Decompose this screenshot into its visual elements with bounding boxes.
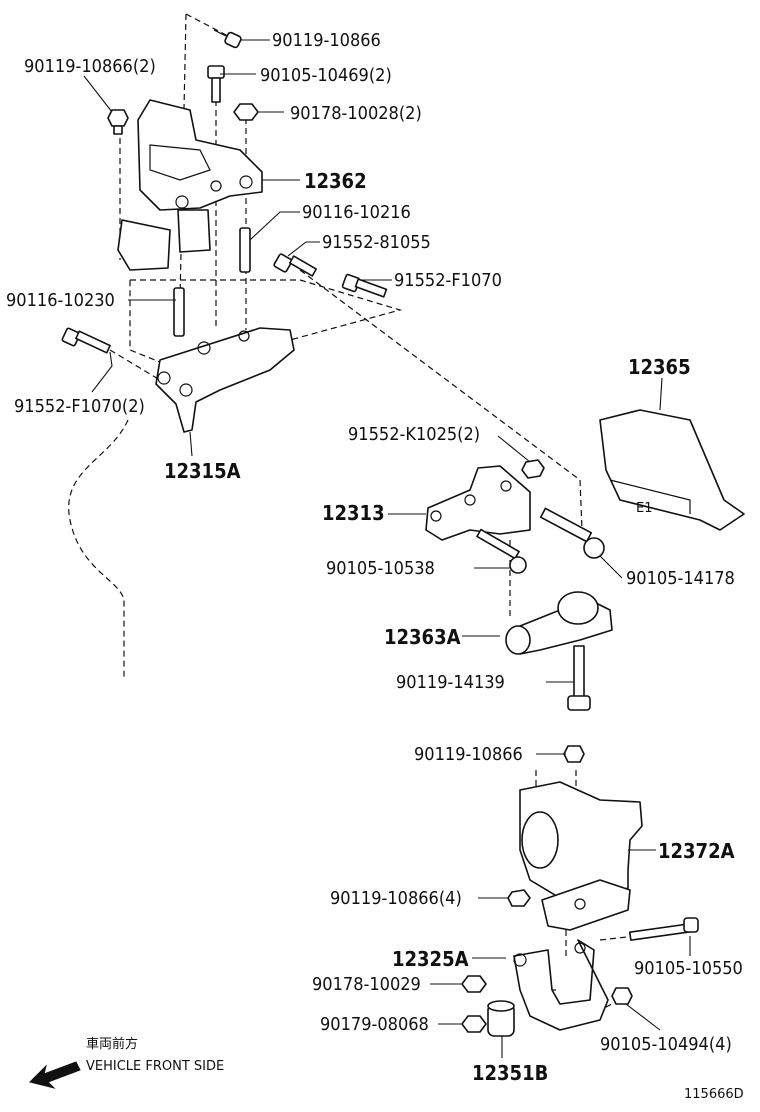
nut-90178-10028 <box>233 103 259 121</box>
bolt-91552-K1025 <box>521 459 545 479</box>
bolt-90105-10550 <box>628 917 699 941</box>
front-direction-english: VEHICLE FRONT SIDE <box>86 1059 224 1074</box>
label-90119-10866-4: 90119-10866(4) <box>330 888 462 909</box>
label-12313: 12313 <box>322 501 385 525</box>
label-91552-K1025-2: 91552-K1025(2) <box>348 424 480 445</box>
label-12365: 12365 <box>628 355 691 379</box>
bolt-90119-10866-left <box>107 109 129 135</box>
label-12363a: 12363A <box>384 625 461 649</box>
bracket-12325a <box>513 939 609 1031</box>
bolt-90105-14178 <box>539 507 605 559</box>
leader-lines <box>83 39 691 1058</box>
bolt-91552-F1070-left <box>61 327 111 354</box>
part-labels: 90119-10866 90119-10866(2) 90105-10469(2… <box>6 30 743 1085</box>
front-direction-kanji: 車両前方 <box>86 1036 138 1052</box>
label-91552-81055: 91552-81055 <box>322 232 431 253</box>
stud-90116-10230 <box>173 287 185 337</box>
bolt-90119-10866-mid <box>563 745 585 763</box>
mount-12372a <box>519 781 643 931</box>
label-90119-10866-top: 90119-10866 <box>272 30 381 51</box>
nut-90179-08068 <box>461 1015 487 1033</box>
label-90119-10866-2: 90119-10866(2) <box>24 56 156 77</box>
torque-rod-12363a <box>505 591 613 655</box>
stud-90116-10216 <box>239 227 251 273</box>
bracket-12313 <box>425 465 531 541</box>
bracket-12362 <box>117 99 263 271</box>
label-90105-10469-2: 90105-10469(2) <box>260 65 392 86</box>
label-90119-10866-mid: 90119-10866 <box>414 744 523 765</box>
label-90105-10538: 90105-10538 <box>326 558 435 579</box>
label-90116-10216: 90116-10216 <box>302 202 411 223</box>
bolt-91552-F1070 <box>341 273 388 298</box>
label-12351b: 12351B <box>472 1061 548 1085</box>
label-90178-10028-2: 90178-10028(2) <box>290 103 422 124</box>
nut-90178-10029 <box>461 975 487 993</box>
vehicle-front-indicator: 車両前方 VEHICLE FRONT SIDE <box>29 1036 224 1089</box>
label-91552-F1070: 91552-F1070 <box>394 270 502 291</box>
label-90179-08068: 90179-08068 <box>320 1014 429 1035</box>
bolt-91552-81055 <box>273 253 318 277</box>
label-12372a: 12372A <box>658 839 735 863</box>
label-91552-F1070-2: 91552-F1070(2) <box>14 396 145 417</box>
bolt-90105-10494 <box>611 987 633 1005</box>
bolt-90119-10866-4 <box>507 889 531 907</box>
label-12325a: 12325A <box>392 947 469 971</box>
bolt-90119-14139 <box>567 645 591 711</box>
bolt-90105-10538 <box>476 528 527 574</box>
bolt-90105-10469 <box>207 65 225 103</box>
bushing-12351b <box>487 1000 515 1037</box>
label-12315a: 12315A <box>164 459 241 483</box>
label-90105-14178: 90105-14178 <box>626 568 735 589</box>
front-arrow-icon <box>29 1061 81 1089</box>
bracket-12315a <box>155 327 295 433</box>
label-90105-10494-4: 90105-10494(4) <box>600 1034 732 1055</box>
label-90105-10550: 90105-10550 <box>634 958 743 979</box>
label-90178-10029: 90178-10029 <box>312 974 421 995</box>
cover-12365: E1 <box>599 409 745 531</box>
label-12362: 12362 <box>304 169 367 193</box>
figure-id: 115666D <box>684 1087 744 1102</box>
svg-text:E1: E1 <box>636 501 653 516</box>
label-90116-10230: 90116-10230 <box>6 290 115 311</box>
label-90119-14139: 90119-14139 <box>396 672 505 693</box>
bolt-90119-10866-top <box>213 29 242 49</box>
